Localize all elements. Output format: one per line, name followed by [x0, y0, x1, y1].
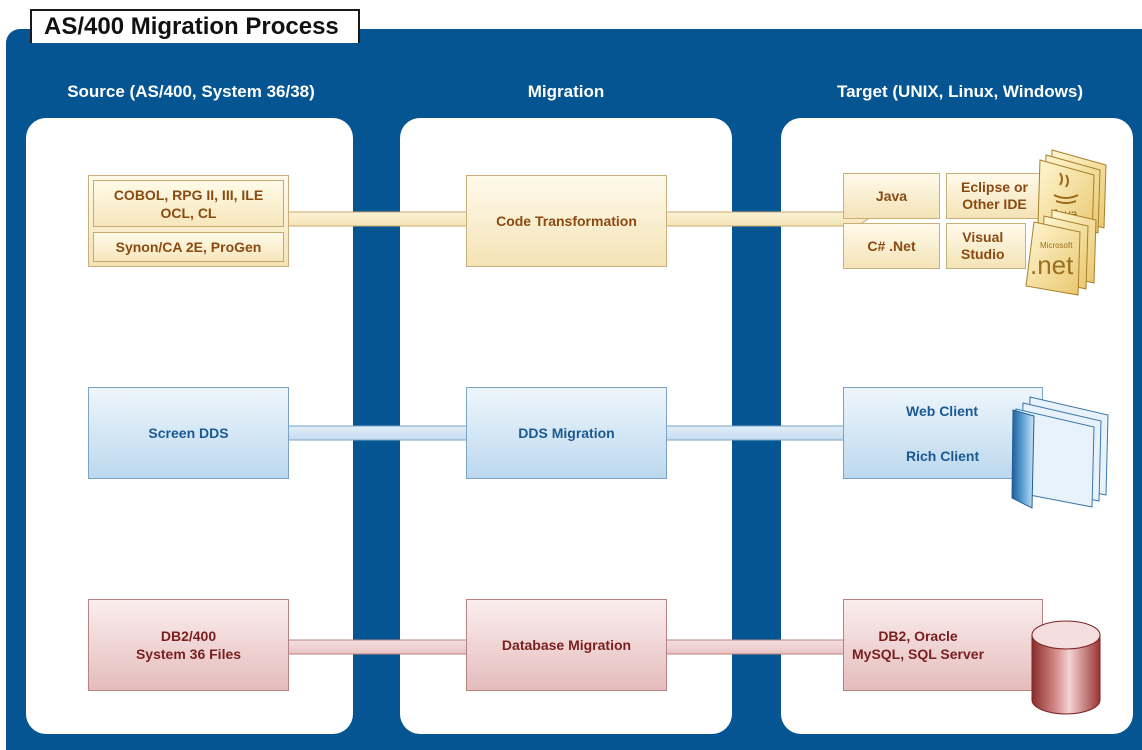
column-header-migration: Migration: [527, 82, 605, 101]
target-database-box: DB2, Oracle MySQL, SQL Server: [843, 599, 1043, 691]
web-client-label: Web Client: [906, 403, 979, 419]
database-migration-box: Database Migration: [466, 599, 667, 691]
screen-dds-box: Screen DDS: [88, 387, 289, 479]
dds-migration-box: DDS Migration: [466, 387, 667, 479]
dotnet-document-stack-icon: Microsoft .net: [1025, 209, 1097, 296]
code-transformation-box: Code Transformation: [466, 175, 667, 267]
dotnet-logo-small-text: Microsoft: [1040, 241, 1073, 250]
rich-client-label: Rich Client: [906, 448, 980, 464]
title-tab: [30, 9, 360, 43]
client-document-stack-icon: [1011, 396, 1109, 509]
database-cylinder-icon: [1031, 620, 1101, 715]
target-client-group: [843, 387, 1043, 479]
column-header-source: Source (AS/400, System 36/38): [67, 82, 315, 101]
db2-source-box: DB2/400 System 36 Files: [88, 599, 289, 691]
page-title: AS/400 Migration Process: [44, 13, 339, 40]
source-tools-box: Synon/CA 2E, ProGen: [93, 232, 284, 262]
source-languages-box: COBOL, RPG II, III, ILE OCL, CL: [93, 180, 284, 227]
target-java-box: Java: [843, 173, 940, 219]
dotnet-logo-text: .net: [1030, 250, 1074, 280]
target-eclipse-box: Eclipse or Other IDE: [946, 173, 1043, 219]
target-visual-studio-box: Visual Studio: [946, 223, 1026, 269]
column-header-target: Target (UNIX, Linux, Windows): [836, 82, 1084, 101]
target-csharp-box: C# .Net: [843, 223, 940, 269]
